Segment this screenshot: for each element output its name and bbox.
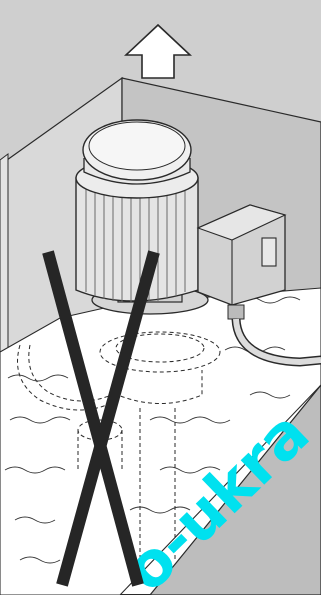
wall-edge	[0, 154, 8, 376]
